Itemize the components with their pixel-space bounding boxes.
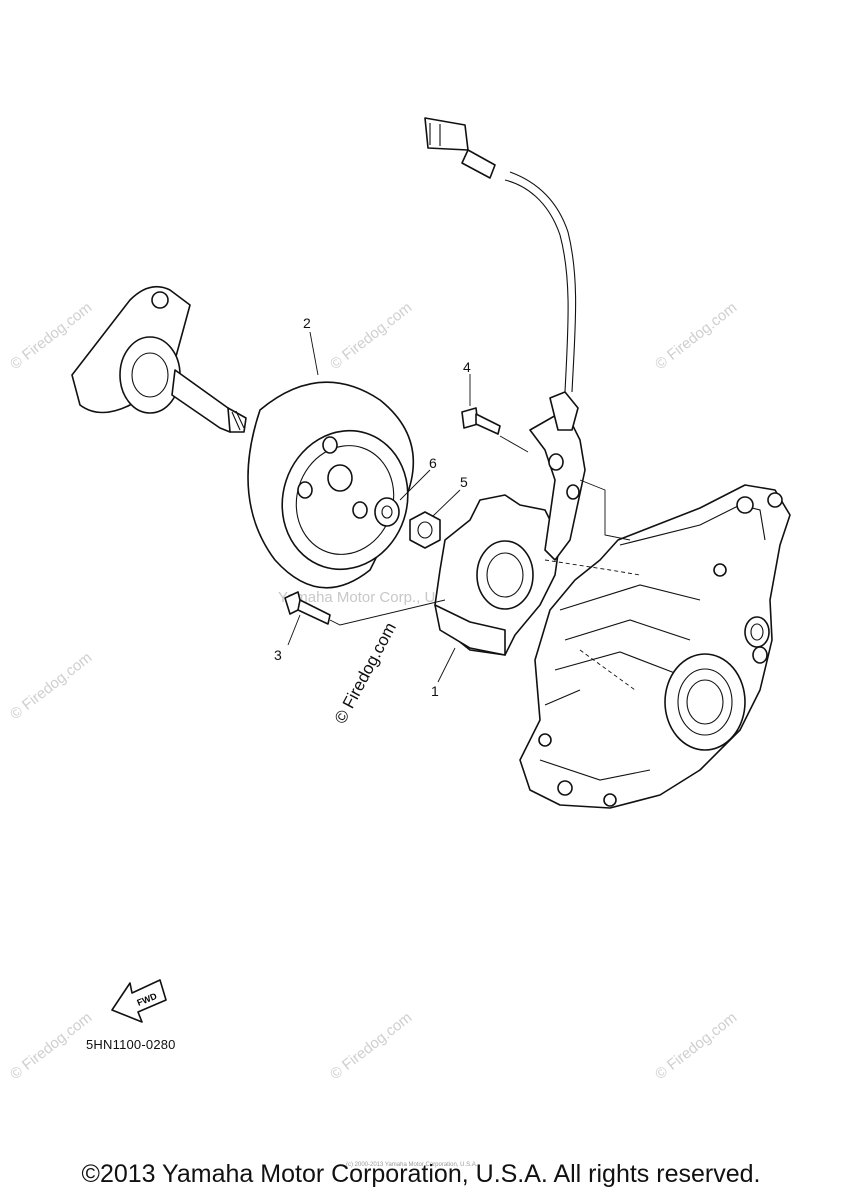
watermark-yamaha: Yamaha Motor Corp., U.S.A.: [278, 589, 468, 606]
washer: [374, 497, 400, 527]
watermark-firedog: © Firedog.com: [652, 299, 740, 373]
callout-5: 5: [460, 474, 468, 490]
copyright-notice: ©2013 Yamaha Motor Corporation, U.S.A. A…: [81, 1160, 761, 1188]
rotor-shaft-assembly: [71, 285, 247, 433]
callout-6: 6: [429, 455, 437, 471]
watermark-firedog: © Firedog.com: [652, 1009, 740, 1083]
pickup-wire-lead: [424, 117, 586, 561]
callout-1: 1: [431, 683, 439, 699]
fine-print: (c) 2000-2013 Yamaha Motor Corporation, …: [346, 1162, 478, 1168]
flywheel-rotor: [247, 381, 415, 589]
leader-lines: [287, 331, 641, 691]
stator-coil: [434, 494, 561, 656]
watermark-firedog: © Firedog.com: [7, 1009, 95, 1083]
callout-2: 2: [303, 315, 311, 331]
bolt-3: [284, 591, 331, 625]
watermark-firedog-main: © Firedog.com: [331, 619, 400, 727]
nut: [409, 511, 441, 549]
callout-3: 3: [274, 647, 282, 663]
watermark-firedog: © Firedog.com: [327, 299, 415, 373]
bolt-4: [461, 407, 501, 435]
watermark-firedog: © Firedog.com: [7, 649, 95, 723]
part-code: 5HN1100-0280: [86, 1037, 176, 1052]
watermark-firedog: © Firedog.com: [327, 1009, 415, 1083]
callout-4: 4: [463, 359, 471, 375]
crankcase-cover: [519, 484, 791, 809]
callouts: 1 2 3 4 5 6: [274, 315, 471, 699]
fwd-arrow-icon: FWD: [111, 979, 167, 1023]
